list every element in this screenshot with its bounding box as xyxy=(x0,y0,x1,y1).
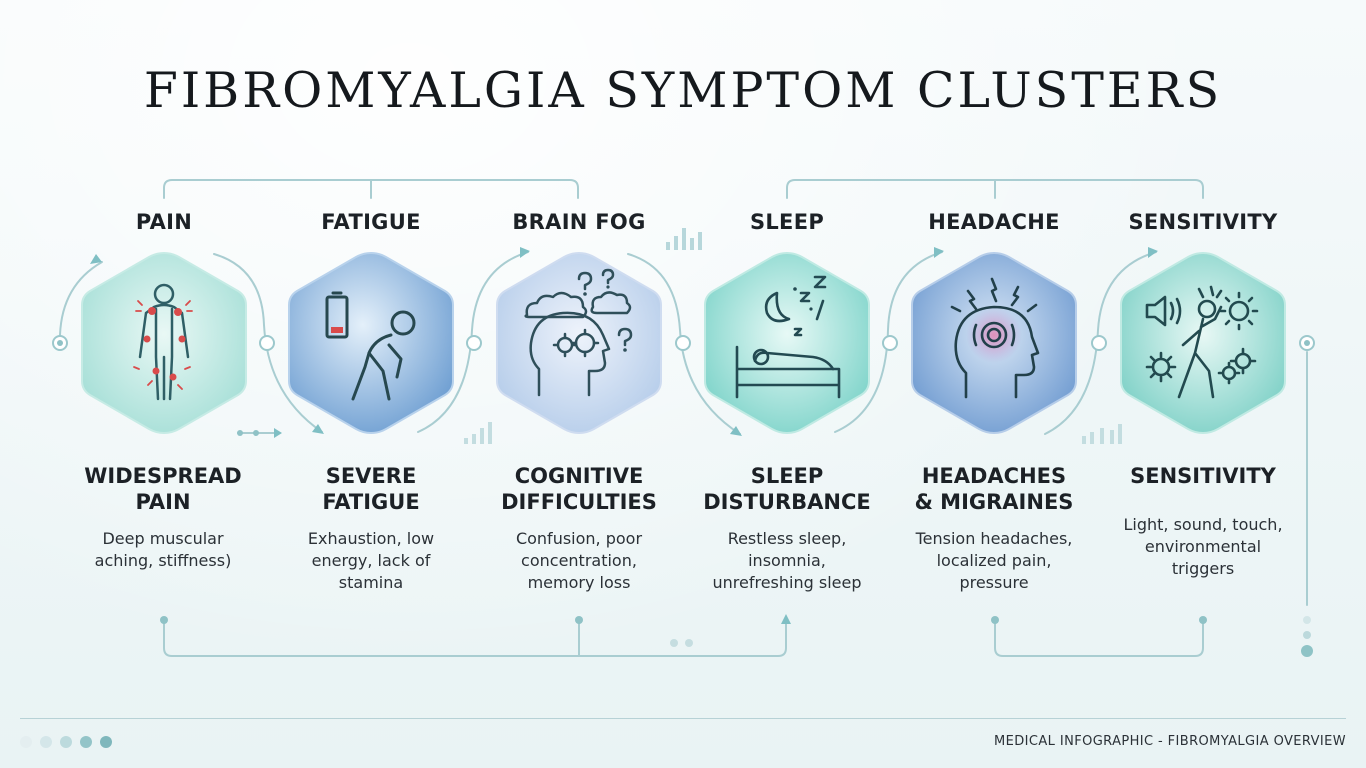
node-5 xyxy=(1091,335,1107,351)
heading-line: PAIN xyxy=(135,490,191,514)
arc-headache-sensitivity xyxy=(1044,251,1157,435)
arc-pain-fatigue xyxy=(213,253,323,433)
tired-person-battery-icon xyxy=(325,291,416,401)
arrowhead-brainfog xyxy=(520,247,530,258)
cluster-label-pain: PAIN xyxy=(135,210,193,234)
cluster-label-brain-fog: BRAIN FOG xyxy=(512,210,646,234)
node-dot-start xyxy=(57,340,63,346)
cluster-heading-fatigue: SEVERE FATIGUE xyxy=(271,463,471,515)
cluster-label-sensitivity: SENSITIVITY xyxy=(1128,210,1278,234)
description-line: triggers xyxy=(1171,559,1235,578)
page-title: FIBROMYALGIA SYMPTOM CLUSTERS xyxy=(143,62,1223,119)
cluster-label-sleep: SLEEP xyxy=(749,210,825,234)
heading-line: SENSITIVITY xyxy=(1130,464,1276,488)
description-line: Tension headaches, xyxy=(915,529,1073,548)
hexagon-headache xyxy=(908,249,1080,437)
deco-bars-top xyxy=(666,228,702,250)
cluster-description-brain-fog: Confusion, poor concentration, memory lo… xyxy=(479,528,679,594)
cluster-description-fatigue: Exhaustion, low energy, lack of stamina xyxy=(271,528,471,594)
cluster-description-sensitivity: Light, sound, touch, environmental trigg… xyxy=(1103,514,1303,580)
arrowhead-small-left xyxy=(274,428,282,438)
description-line: Confusion, poor xyxy=(515,529,643,548)
head-cloud-gears-icon xyxy=(524,268,633,397)
bed-moon-icon xyxy=(735,275,841,399)
description-line: energy, lack of xyxy=(311,551,431,570)
node-1 xyxy=(259,335,275,351)
description-line: pressure xyxy=(959,573,1029,592)
deco-dot-a xyxy=(670,639,678,647)
cluster-heading-brain-fog: COGNITIVE DIFFICULTIES xyxy=(479,463,679,515)
description-line: Light, sound, touch, xyxy=(1123,515,1283,534)
node-4 xyxy=(882,335,898,351)
arrowhead-fatigue xyxy=(312,424,324,434)
description-line: insomnia, xyxy=(748,551,826,570)
dot xyxy=(40,736,52,748)
description-line: concentration, xyxy=(521,551,637,570)
description-line: environmental xyxy=(1144,537,1262,556)
description-line: Deep muscular xyxy=(102,529,224,548)
node-3 xyxy=(675,335,691,351)
footer-divider xyxy=(20,718,1346,719)
hexagon-pain xyxy=(78,249,250,437)
heading-line: FATIGUE xyxy=(322,490,420,514)
description-line: unrefreshing sleep xyxy=(712,573,862,592)
bottom-connector-left xyxy=(163,619,787,657)
heading-line: DIFFICULTIES xyxy=(501,490,657,514)
heading-line: SEVERE xyxy=(325,464,417,488)
deco-dot-b xyxy=(685,639,693,647)
hexagon-fatigue xyxy=(285,249,457,437)
cluster-label-headache: HEADACHE xyxy=(928,210,1060,234)
arrowhead-bottom-sleep xyxy=(781,614,791,624)
cluster-heading-sensitivity: SENSITIVITY xyxy=(1103,463,1303,489)
bottom-connector-right xyxy=(994,619,1204,657)
footer-caption: MEDICAL INFOGRAPHIC - FIBROMYALGIA OVERV… xyxy=(994,734,1346,749)
arrowhead-sleep xyxy=(730,426,742,436)
cluster-heading-sleep: SLEEP DISTURBANCE xyxy=(687,463,887,515)
heading-line: WIDESPREAD xyxy=(84,464,242,488)
cluster-description-sleep: Restless sleep, insomnia, unrefreshing s… xyxy=(687,528,887,594)
head-pain-icon xyxy=(950,277,1040,399)
description-line: localized pain, xyxy=(936,551,1052,570)
description-line: Exhaustion, low xyxy=(307,529,435,548)
arc-brainfog-sleep xyxy=(627,253,741,435)
arrowhead-sensitivity xyxy=(1148,247,1158,258)
description-line: Restless sleep, xyxy=(727,529,847,548)
arc-pain-in xyxy=(59,261,103,336)
cluster-heading-pain: WIDESPREAD PAIN xyxy=(63,463,263,515)
heading-line: COGNITIVE xyxy=(514,464,644,488)
node-2 xyxy=(466,335,482,351)
cluster-label-fatigue: FATIGUE xyxy=(321,210,421,234)
description-line: aching, stiffness) xyxy=(94,551,232,570)
pagination-dots xyxy=(20,736,112,748)
arc-sleep-headache xyxy=(834,251,943,433)
description-line: stamina xyxy=(338,573,404,592)
arrowhead-headache xyxy=(934,247,944,258)
cluster-heading-headache: HEADACHES & MIGRAINES xyxy=(894,463,1094,515)
cluster-description-headache: Tension headaches, localized pain, press… xyxy=(894,528,1094,594)
arc-fatigue-brainfog xyxy=(417,251,529,433)
dot xyxy=(60,736,72,748)
hexagon-sleep xyxy=(701,249,873,437)
dot xyxy=(20,736,32,748)
dot xyxy=(100,736,112,748)
heading-line: & MIGRAINES xyxy=(914,490,1074,514)
node-dot-end xyxy=(1304,340,1310,346)
heading-line: SLEEP xyxy=(750,464,824,488)
heading-line: DISTURBANCE xyxy=(703,490,871,514)
person-sun-sound-icon xyxy=(1145,285,1259,399)
arrowhead-pain-in xyxy=(90,254,102,264)
dot xyxy=(80,736,92,748)
deco-bars-right xyxy=(1082,424,1122,444)
description-line: memory loss xyxy=(527,573,631,592)
cluster-description-pain: Deep muscular aching, stiffness) xyxy=(63,528,263,572)
heading-line: HEADACHES xyxy=(921,464,1067,488)
hexagon-brain-fog xyxy=(493,249,665,437)
hexagon-sensitivity xyxy=(1117,249,1289,437)
deco-bars-bottom xyxy=(464,422,492,444)
